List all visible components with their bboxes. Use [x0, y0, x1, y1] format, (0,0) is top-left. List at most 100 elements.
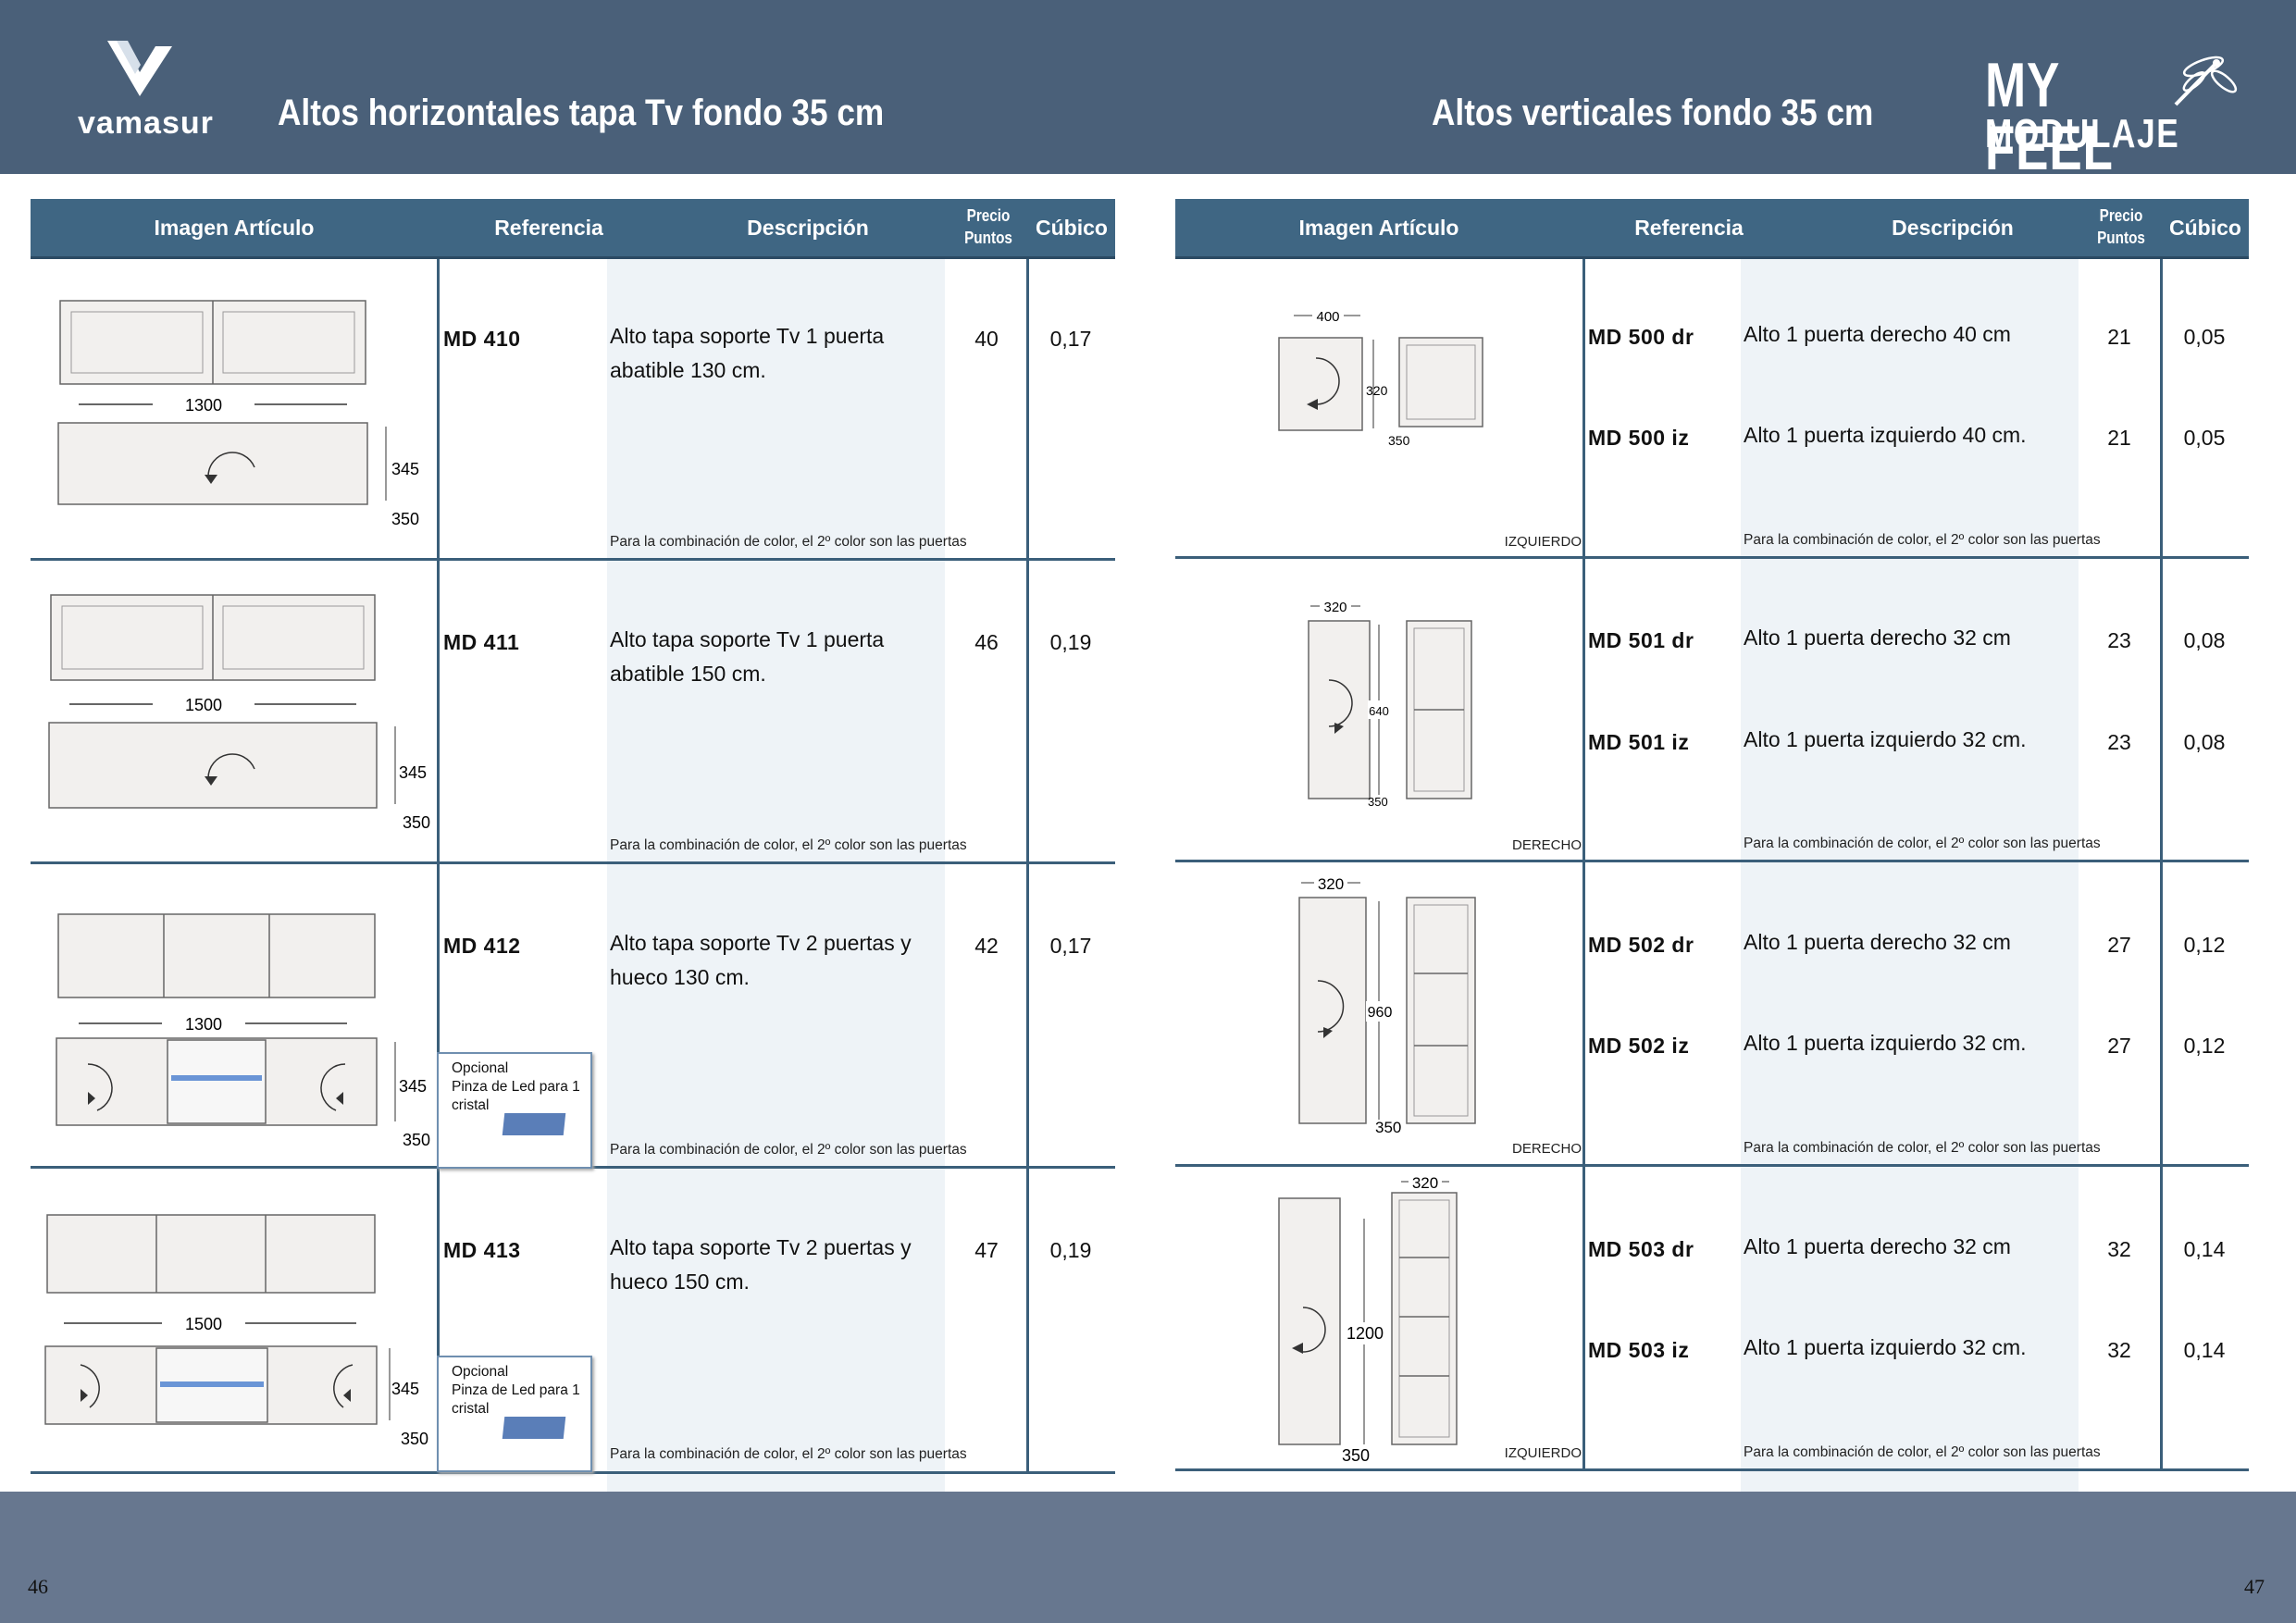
side-label: IZQUIERDO	[1504, 534, 1582, 550]
table-header-left: Imagen Artículo Referencia Descripción P…	[31, 199, 1115, 259]
row-divider	[31, 558, 1115, 561]
ref-md410: MD 410	[443, 327, 521, 351]
cubic-md500iz: 0,05	[2183, 426, 2226, 450]
price-md412: 42	[974, 934, 999, 958]
side-label: DERECHO	[1511, 837, 1582, 853]
svg-text:1200: 1200	[1347, 1324, 1384, 1343]
svg-text:640: 640	[1369, 704, 1389, 718]
ref-md411: MD 411	[443, 630, 520, 654]
svg-text:1500: 1500	[185, 1315, 222, 1333]
side-label: IZQUIERDO	[1504, 1445, 1582, 1461]
price-md501iz: 23	[2107, 730, 2131, 754]
page-number-left: 46	[28, 1575, 48, 1598]
svg-text:320: 320	[1412, 1174, 1438, 1192]
desc-md503iz: Alto 1 puerta izquierdo 32 cm.	[1744, 1335, 2027, 1359]
col-cubic: Cúbico	[1036, 216, 1108, 240]
cubic-md501dr: 0,08	[2183, 628, 2226, 652]
price-md500iz: 21	[2107, 426, 2131, 450]
row-divider	[1175, 1164, 2249, 1167]
row-divider	[1175, 1468, 2249, 1471]
row-divider	[31, 1471, 1115, 1474]
cubic-md413: 0,19	[1049, 1238, 1092, 1262]
svg-text:1500: 1500	[185, 696, 222, 714]
price-md501dr: 23	[2107, 628, 2131, 652]
svg-text:1300: 1300	[185, 396, 222, 415]
page-number-right: 47	[2244, 1575, 2265, 1598]
desc-column-bg	[607, 259, 945, 1492]
cubic-md502dr: 0,12	[2183, 933, 2226, 957]
cubic-md503dr: 0,14	[2183, 1237, 2226, 1261]
header-band	[0, 0, 2296, 174]
price-md410: 40	[974, 327, 999, 351]
price-md411: 46	[974, 630, 999, 654]
col-desc: Descripción	[747, 216, 869, 240]
ref-md500dr: MD 500 dr	[1588, 325, 1694, 349]
color-note: Para la combinación de color, el 2º colo…	[1744, 1140, 2101, 1156]
svg-text:350: 350	[1368, 795, 1388, 809]
cubic-md411: 0,19	[1049, 630, 1092, 654]
optional-text: Pinza de Led para 1 cristal	[452, 1079, 580, 1113]
color-note: Para la combinación de color, el 2º colo…	[610, 1446, 967, 1462]
divider	[2160, 259, 2163, 1471]
color-note: Para la combinación de color, el 2º colo…	[1744, 1444, 2101, 1460]
col-ref: Referencia	[494, 216, 603, 240]
right-table: Imagen Artículo Referencia Descripción P…	[1175, 199, 2249, 1492]
price-md503dr: 32	[2107, 1237, 2131, 1261]
svg-text:320: 320	[1366, 383, 1388, 398]
price-md502dr: 27	[2107, 933, 2131, 957]
svg-text:960: 960	[1368, 1005, 1393, 1021]
desc-md413: Alto tapa soporte Tv 2 puertas y hueco 1…	[610, 1235, 912, 1294]
cubic-md500dr: 0,05	[2183, 325, 2226, 349]
desc-md502iz: Alto 1 puerta izquierdo 32 cm.	[1744, 1031, 2027, 1055]
col-desc: Descripción	[1892, 216, 2014, 240]
product-image-md413: 1500 345 350	[44, 1214, 428, 1448]
col-ref: Referencia	[1634, 216, 1744, 240]
cubic-md501iz: 0,08	[2183, 730, 2226, 754]
col-image: Imagen Artículo	[1298, 216, 1459, 240]
divider	[1582, 259, 1585, 1471]
page-title-left: Altos horizontales tapa Tv fondo 35 cm	[278, 93, 885, 133]
svg-text:320: 320	[1323, 600, 1347, 615]
led-swatch	[502, 1417, 566, 1439]
dragonfly-icon	[2174, 56, 2238, 106]
color-note: Para la combinación de color, el 2º colo…	[610, 837, 967, 853]
brand-right-line1: MY FEEL	[1985, 50, 2114, 183]
vamasur-logo: vamasur	[67, 41, 224, 142]
price-md413: 47	[974, 1238, 999, 1262]
desc-md501dr: Alto 1 puerta derecho 32 cm	[1744, 626, 2011, 650]
svg-text:350: 350	[403, 1131, 430, 1149]
ref-md502dr: MD 502 dr	[1588, 933, 1694, 957]
price-md500dr: 21	[2107, 325, 2131, 349]
side-label: DERECHO	[1511, 1141, 1582, 1157]
ref-md503dr: MD 503 dr	[1588, 1237, 1694, 1261]
footer-band	[0, 1492, 2296, 1623]
svg-text:345: 345	[391, 460, 419, 478]
brand-left: vamasur	[78, 105, 214, 141]
svg-text:345: 345	[391, 1380, 419, 1398]
cubic-md412: 0,17	[1049, 934, 1092, 958]
product-image-md501: 320 640 350	[1308, 597, 1472, 809]
color-note: Para la combinación de color, el 2º colo…	[1744, 532, 2101, 548]
desc-md411: Alto tapa soporte Tv 1 puerta abatible 1…	[610, 627, 885, 686]
divider	[437, 259, 440, 1473]
optional-label: Opcional	[452, 1060, 509, 1076]
price-md502iz: 27	[2107, 1034, 2131, 1058]
desc-md410: Alto tapa soporte Tv 1 puerta abatible 1…	[610, 324, 885, 382]
svg-text:350: 350	[403, 813, 430, 832]
ref-md412: MD 412	[443, 934, 521, 958]
svg-text:345: 345	[399, 1077, 427, 1096]
optional-label: Opcional	[452, 1364, 509, 1380]
svg-text:1300: 1300	[185, 1015, 222, 1034]
ref-md413: MD 413	[443, 1238, 521, 1262]
svg-text:350: 350	[1375, 1119, 1401, 1136]
table-header-right: Imagen Artículo Referencia Descripción P…	[1175, 199, 2249, 259]
product-image-md411: 1500 345 350	[48, 594, 430, 832]
svg-text:350: 350	[1342, 1446, 1370, 1465]
svg-text:400: 400	[1316, 309, 1339, 325]
desc-md503dr: Alto 1 puerta derecho 32 cm	[1744, 1234, 2011, 1258]
desc-md500iz: Alto 1 puerta izquierdo 40 cm.	[1744, 423, 2027, 447]
row-divider	[1175, 556, 2249, 559]
vamasur-v-icon	[107, 41, 172, 96]
